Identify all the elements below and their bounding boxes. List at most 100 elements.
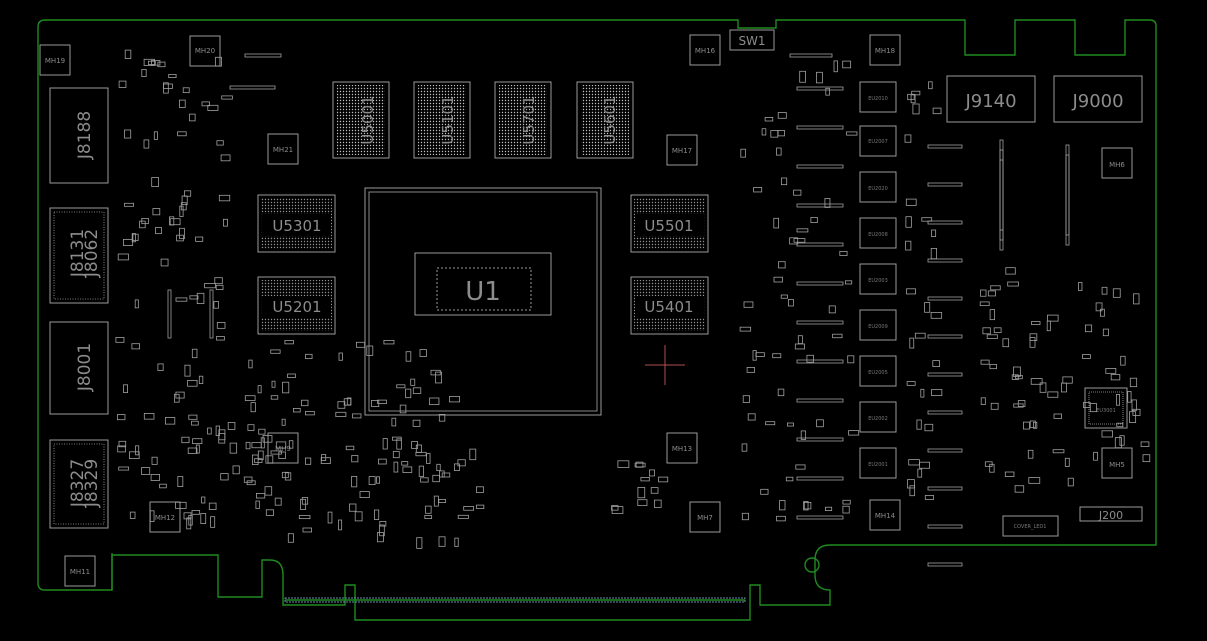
smd-part [773, 217, 779, 229]
memory-u5001[interactable]: U5001 [332, 81, 390, 159]
smd-part [761, 128, 767, 136]
bracket-hole [804, 557, 820, 573]
smd-part [288, 440, 294, 449]
svg-text:U5201: U5201 [272, 298, 321, 316]
svg-text:EU2010: EU2010 [868, 96, 888, 102]
smd-part [637, 486, 646, 499]
smd-part [1005, 267, 1016, 275]
smd-part [260, 437, 265, 449]
smd-part [207, 104, 219, 111]
smd-part [287, 533, 294, 543]
memory-u5101[interactable]: U5101 [413, 81, 471, 159]
smd-part [292, 407, 301, 413]
smd-part [255, 500, 260, 509]
smd-part [188, 414, 198, 420]
connector-j200[interactable]: J200 [1079, 506, 1143, 522]
smd-part [908, 459, 920, 466]
smd-part [379, 524, 385, 537]
smd-part [905, 216, 912, 228]
vrm-phases: EU2010 EU2007 EU2020 EU2008 EU2003 EU200… [859, 81, 897, 479]
smd-part [927, 334, 963, 339]
smd-part [392, 451, 400, 459]
gpu-u1[interactable]: U1 [364, 187, 602, 416]
smd-part [327, 511, 333, 524]
smd-part [848, 430, 860, 436]
smd-part [420, 477, 429, 483]
connector-j8188[interactable]: J8188 [49, 87, 109, 184]
smd-part [980, 289, 987, 297]
smd-part [1101, 286, 1108, 295]
smd-part [195, 236, 204, 242]
smd-part [301, 497, 309, 505]
svg-text:MH18: MH18 [875, 47, 895, 55]
switch-sw1[interactable]: SW1 [729, 29, 775, 51]
smd-part [1067, 477, 1074, 487]
smd-part [257, 450, 264, 460]
connector-j9140[interactable]: J9140 [946, 75, 1036, 123]
smd-part [448, 396, 461, 403]
svg-text:U5001: U5001 [359, 95, 377, 144]
smd-part [1015, 374, 1023, 380]
smd-part [980, 359, 990, 365]
smd-part [163, 82, 169, 94]
smd-part [454, 537, 459, 547]
smd-part [796, 86, 844, 91]
smd-part [453, 463, 460, 471]
memory-u5301[interactable]: U5301 [257, 194, 336, 253]
smd-part [262, 434, 273, 443]
smd-part [117, 253, 129, 261]
cover-led1[interactable]: COVER_LED1 [1002, 515, 1059, 537]
memory-u5401[interactable]: U5401 [630, 276, 709, 335]
smd-part [1047, 314, 1059, 322]
smd-part [175, 391, 185, 399]
smd-part [1110, 373, 1121, 381]
smd-part [794, 343, 806, 350]
memory-u5201[interactable]: U5201 [257, 276, 336, 335]
smd-part [799, 70, 806, 83]
smd-part [192, 438, 203, 445]
connector-j8327[interactable]: J8327 J8329 [49, 439, 109, 529]
smd-part [476, 504, 485, 509]
smd-part [432, 474, 440, 483]
memory-u5701[interactable]: U5701 [494, 81, 552, 159]
connector-j8131[interactable]: J8131 J8062 [49, 207, 109, 304]
hole-mh20: MH20 [189, 35, 221, 67]
smd-part [1133, 293, 1140, 305]
memory-u5501[interactable]: U5501 [630, 194, 709, 253]
smd-part [178, 99, 186, 108]
smd-part [806, 354, 814, 363]
memory-u5601[interactable]: U5601 [576, 81, 634, 159]
smd-part [412, 387, 422, 394]
smd-part [1116, 393, 1120, 406]
smd-part [1031, 321, 1041, 326]
svg-text:SW1: SW1 [738, 34, 765, 48]
smd-part [1114, 437, 1122, 449]
smd-part [246, 480, 256, 486]
smd-part [258, 428, 266, 435]
smd-part [797, 335, 803, 344]
svg-text:MH9: MH9 [275, 445, 291, 453]
smd-part [118, 440, 127, 448]
connector-j8001[interactable]: J8001 [49, 321, 109, 415]
smd-part [825, 87, 830, 96]
smd-part [658, 476, 669, 483]
smd-part [245, 441, 251, 450]
smd-part [244, 53, 282, 58]
smd-part [227, 422, 236, 430]
controller-eu3001[interactable]: EU3001 [1084, 387, 1128, 429]
hole-mh13: MH13 [666, 432, 698, 464]
smd-part [191, 348, 198, 359]
smd-part [779, 500, 786, 511]
smd-part [215, 425, 220, 436]
smd-part [980, 397, 986, 405]
connector-j9000[interactable]: J9000 [1053, 75, 1143, 123]
smd-part [198, 375, 204, 384]
smd-part [377, 458, 387, 465]
smd-part [785, 476, 794, 482]
smd-part [396, 438, 402, 450]
smd-part [1064, 457, 1070, 467]
smd-part [931, 389, 943, 396]
svg-text:U5601: U5601 [601, 95, 619, 144]
svg-text:MH14: MH14 [875, 512, 896, 520]
smd-part [118, 466, 130, 471]
